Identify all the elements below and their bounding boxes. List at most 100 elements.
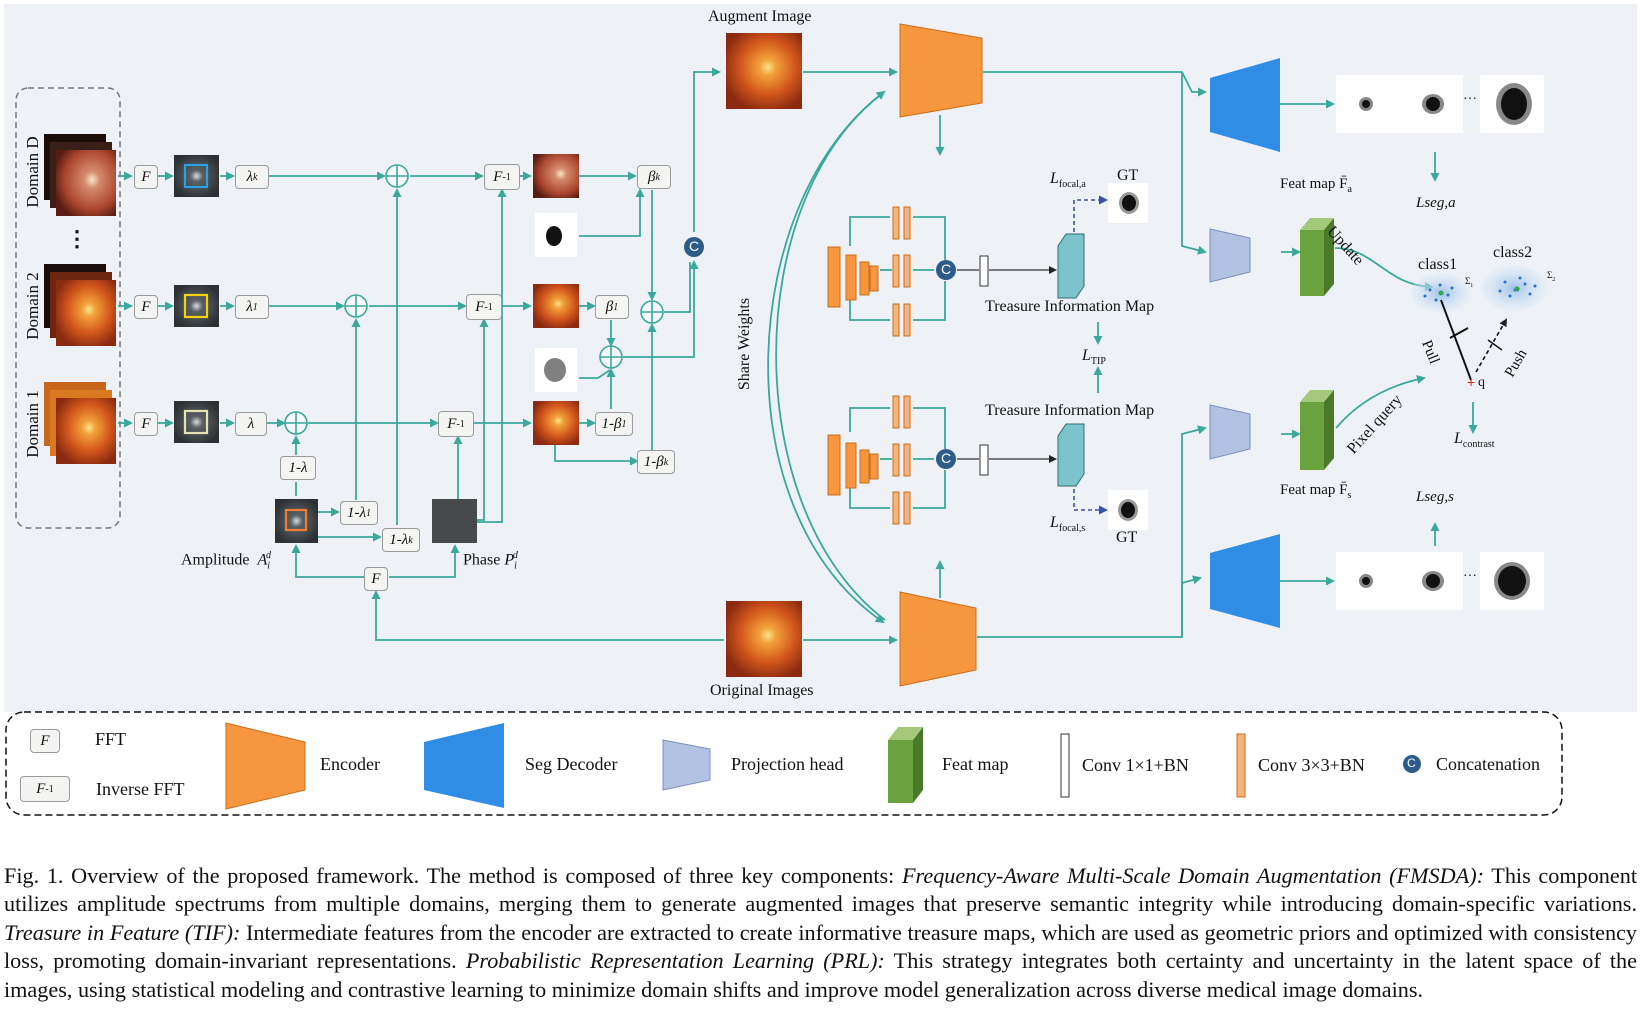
encoder-bottom [899, 591, 977, 687]
legend-ifft-label: Inverse FFT [96, 779, 185, 799]
gt-bottom-label: GT [1116, 529, 1138, 546]
share-weights-label: Share Weights [736, 297, 753, 391]
featmap-top [1300, 218, 1334, 296]
legend-ifft-symbol: F-1 [20, 776, 70, 802]
ltip-label: LTIP [1082, 347, 1106, 368]
treasure-map-bottom-label: Treasure Information Map [985, 402, 1155, 419]
fft-op-1: F [134, 295, 158, 319]
legend-seg-decoder-label: Seg Decoder [525, 754, 618, 774]
gt-top [1108, 183, 1148, 223]
sigma2-label: Σ2 [1547, 270, 1556, 283]
lseg-s-label: Lseg,s [1416, 489, 1454, 505]
amplitude-spectrum [275, 499, 318, 543]
projection-top [1209, 228, 1251, 283]
legend-encoder-shape [225, 722, 306, 810]
recon-1 [533, 284, 579, 328]
legend-box [5, 711, 1563, 816]
multiscale-top [827, 206, 1085, 337]
decoder-top [1210, 58, 1280, 152]
mask-k [535, 213, 577, 257]
legend-conv3-label: Conv 3×3+BN [1258, 755, 1365, 775]
legend-projection-label: Projection head [731, 754, 844, 774]
concat-node-2: C [941, 261, 952, 277]
svg-text:+: + [1467, 374, 1475, 390]
class-clouds [1411, 265, 1547, 313]
lseg-a-label: Lseg,a [1416, 195, 1456, 211]
domain-1-images [44, 382, 116, 464]
lfocal-s-label: Lfocal,s [1050, 514, 1086, 535]
phase-spectrum [432, 499, 477, 543]
decoder-bottom [1210, 534, 1280, 628]
lcontrast-label: Lcontrast [1454, 430, 1495, 451]
class1-label: class1 [1418, 256, 1458, 273]
legend-projection-shape [662, 739, 711, 791]
lfocal-a-label: Lfocal,a [1050, 170, 1086, 191]
sigma1-label: Σ1 [1465, 276, 1474, 289]
legend-featmap-label: Feat map [942, 754, 1009, 774]
fft-op-original: F [364, 567, 388, 591]
recon-k [533, 154, 579, 198]
q-label: q [1478, 375, 1485, 390]
concat-node-3: C [941, 450, 952, 466]
legend-fft-symbol: F [30, 729, 60, 753]
phase-label: Phase Pid [463, 550, 518, 572]
legend-conv3-shape [1236, 733, 1246, 798]
spectrum-1 [174, 285, 219, 327]
legend-featmap-shape [888, 727, 923, 803]
projection-bottom [1209, 404, 1251, 460]
seg-outputs-bottom [1336, 552, 1544, 610]
fft-op-k: F [134, 165, 158, 189]
domain-2-images [44, 264, 116, 346]
ifft-op-0: F-1 [438, 411, 474, 437]
legend-conv1-shape [1060, 733, 1070, 798]
amplitude-label: Amplitude Aid [181, 550, 271, 572]
augment-image-label: Augment Image [708, 8, 812, 25]
mask-1 [535, 348, 577, 392]
gt-bottom [1108, 490, 1148, 530]
encoder-top [899, 23, 983, 118]
treasure-map-top-label: Treasure Information Map [985, 298, 1155, 315]
figure-caption: Fig. 1. Overview of the proposed framewo… [4, 863, 1638, 1002]
lambda-op: λ [235, 412, 267, 436]
concat-node-1: C [689, 238, 700, 254]
framework-diagram: + [4, 4, 1637, 816]
legend-concat-shape [1403, 755, 1421, 773]
dots-top: ··· [1463, 92, 1477, 107]
feat-map-a-label: Feat map F̄a [1280, 176, 1352, 195]
one-minus-lambda-op: 1-λ [280, 456, 316, 480]
feat-map-s-label: Feat map F̄s [1280, 482, 1352, 501]
domain-d-images [44, 134, 116, 216]
spectrum-0 [174, 401, 219, 443]
legend-fft-label: FFT [95, 729, 127, 749]
original-images-label: Original Images [710, 682, 814, 699]
featmap-bottom [1300, 390, 1334, 470]
domain-2-label: Domain 2 [23, 272, 42, 340]
augment-image [726, 33, 802, 109]
class2-label: class2 [1493, 244, 1533, 261]
domain-group-box [15, 87, 121, 529]
seg-outputs-top [1336, 75, 1544, 133]
gt-top-label: GT [1117, 167, 1139, 184]
legend-concatenation-label: Concatenation [1436, 754, 1540, 774]
ifft-op-k: F-1 [484, 164, 520, 190]
legend-concat-symbol: C [1407, 756, 1416, 770]
ifft-op-1: F-1 [466, 294, 502, 320]
fft-op-0: F [134, 412, 158, 436]
spectrum-k [174, 155, 219, 197]
legend-encoder-label: Encoder [320, 754, 380, 774]
domain-ellipsis: ⋮ [66, 226, 88, 251]
dots-bottom: ··· [1463, 569, 1477, 584]
legend-conv1-label: Conv 1×1+BN [1082, 755, 1189, 775]
domain-1-label: Domain 1 [23, 390, 42, 458]
domain-d-label: Domain D [23, 136, 42, 208]
legend-decoder-shape [424, 723, 504, 808]
